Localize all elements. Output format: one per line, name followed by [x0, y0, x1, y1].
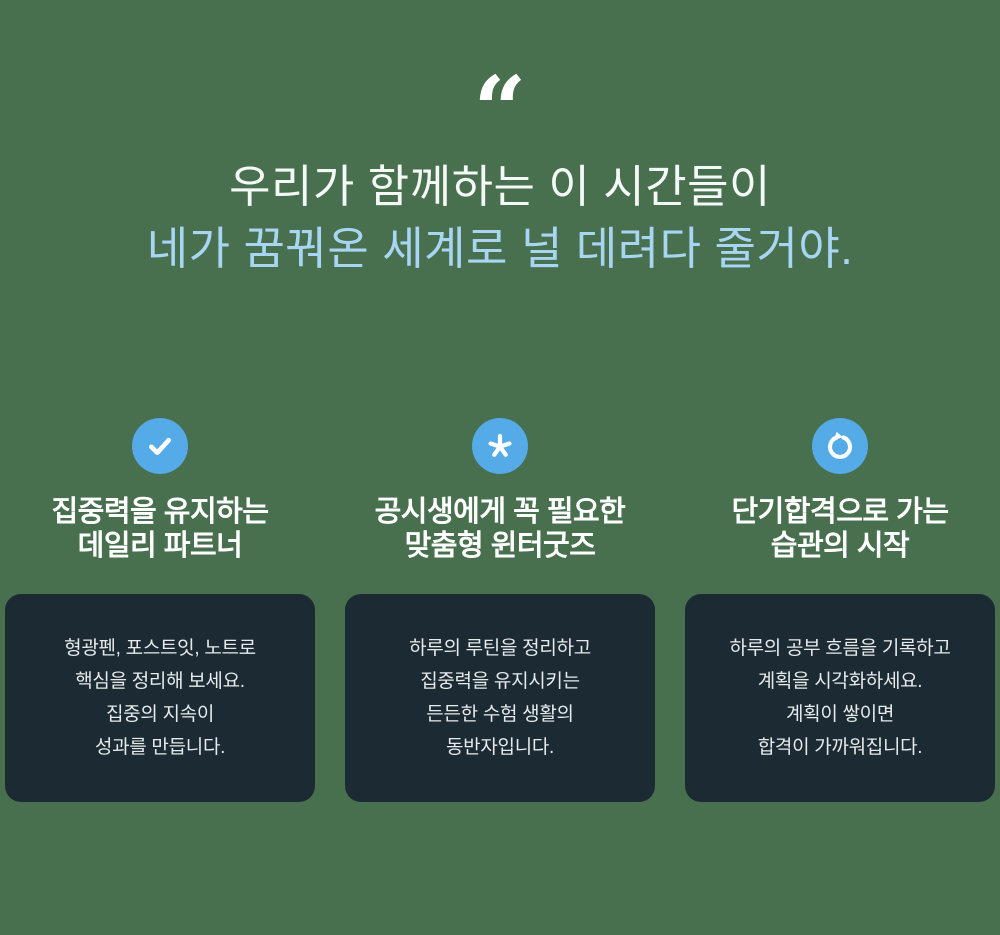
card-body-line: 집중력을 유지시키는	[420, 671, 580, 692]
promo-section: “ 우리가 함께하는 이 시간들이 네가 꿈꿔온 세계로 널 데려다 줄거야. …	[0, 56, 1000, 802]
headline-line-2: 네가 꿈꿔온 세계로 널 데려다 줄거야.	[146, 223, 854, 274]
asterisk-icon	[472, 418, 528, 474]
feature-title-line: 공시생에게 꼭 필요한	[374, 496, 626, 528]
card-body-line: 계획이 쌓이면	[785, 704, 895, 725]
feature-title-line: 습관의 시작	[770, 530, 910, 562]
check-icon	[132, 418, 188, 474]
headline-line-1: 우리가 함께하는 이 시간들이	[229, 161, 771, 212]
feature-column-focus: 집중력을 유지하는 데일리 파트너 형광펜, 포스트잇, 노트로 핵심을 정리해…	[5, 418, 315, 802]
quote-mark-icon: “	[473, 56, 527, 164]
card-body-line: 하루의 루틴을 정리하고	[409, 638, 591, 659]
card-body-line: 합격이 가까워집니다.	[757, 737, 923, 758]
feature-title-line: 단기합격으로 가는	[731, 496, 950, 528]
feature-title: 공시생에게 꼭 필요한 맞춤형 윈터굿즈	[375, 495, 626, 563]
feature-card: 형광펜, 포스트잇, 노트로 핵심을 정리해 보세요. 집중의 지속이 성과를 …	[5, 594, 315, 802]
headline: 우리가 함께하는 이 시간들이 네가 꿈꿔온 세계로 널 데려다 줄거야.	[0, 156, 1000, 280]
feature-card: 하루의 루틴을 정리하고 집중력을 유지시키는 든든한 수험 생활의 동반자입니…	[345, 594, 655, 802]
card-body-line: 성과를 만듭니다.	[94, 737, 226, 758]
feature-card: 하루의 공부 흐름을 기록하고 계획을 시각화하세요. 계획이 쌓이면 합격이 …	[685, 594, 995, 802]
feature-column-habit: 단기합격으로 가는 습관의 시작 하루의 공부 흐름을 기록하고 계획을 시각화…	[685, 418, 995, 802]
card-body-line: 하루의 공부 흐름을 기록하고	[729, 638, 951, 659]
card-body-line: 계획을 시각화하세요.	[757, 671, 923, 692]
card-body-line: 동반자입니다.	[445, 737, 555, 758]
feature-title-line: 맞춤형 윈터굿즈	[404, 530, 596, 562]
card-body-line: 핵심을 정리해 보세요.	[75, 671, 245, 692]
feature-column-goods: 공시생에게 꼭 필요한 맞춤형 윈터굿즈 하루의 루틴을 정리하고 집중력을 유…	[345, 418, 655, 802]
refresh-icon	[812, 418, 868, 474]
feature-title: 단기합격으로 가는 습관의 시작	[731, 495, 950, 563]
feature-title-line: 데일리 파트너	[77, 530, 243, 562]
feature-title-line: 집중력을 유지하는	[51, 496, 270, 528]
card-body-line: 집중의 지속이	[105, 704, 215, 725]
feature-columns: 집중력을 유지하는 데일리 파트너 형광펜, 포스트잇, 노트로 핵심을 정리해…	[0, 418, 1000, 802]
card-body-line: 든든한 수험 생활의	[426, 704, 574, 725]
feature-title: 집중력을 유지하는 데일리 파트너	[51, 495, 270, 563]
card-body-line: 형광펜, 포스트잇, 노트로	[64, 638, 256, 659]
